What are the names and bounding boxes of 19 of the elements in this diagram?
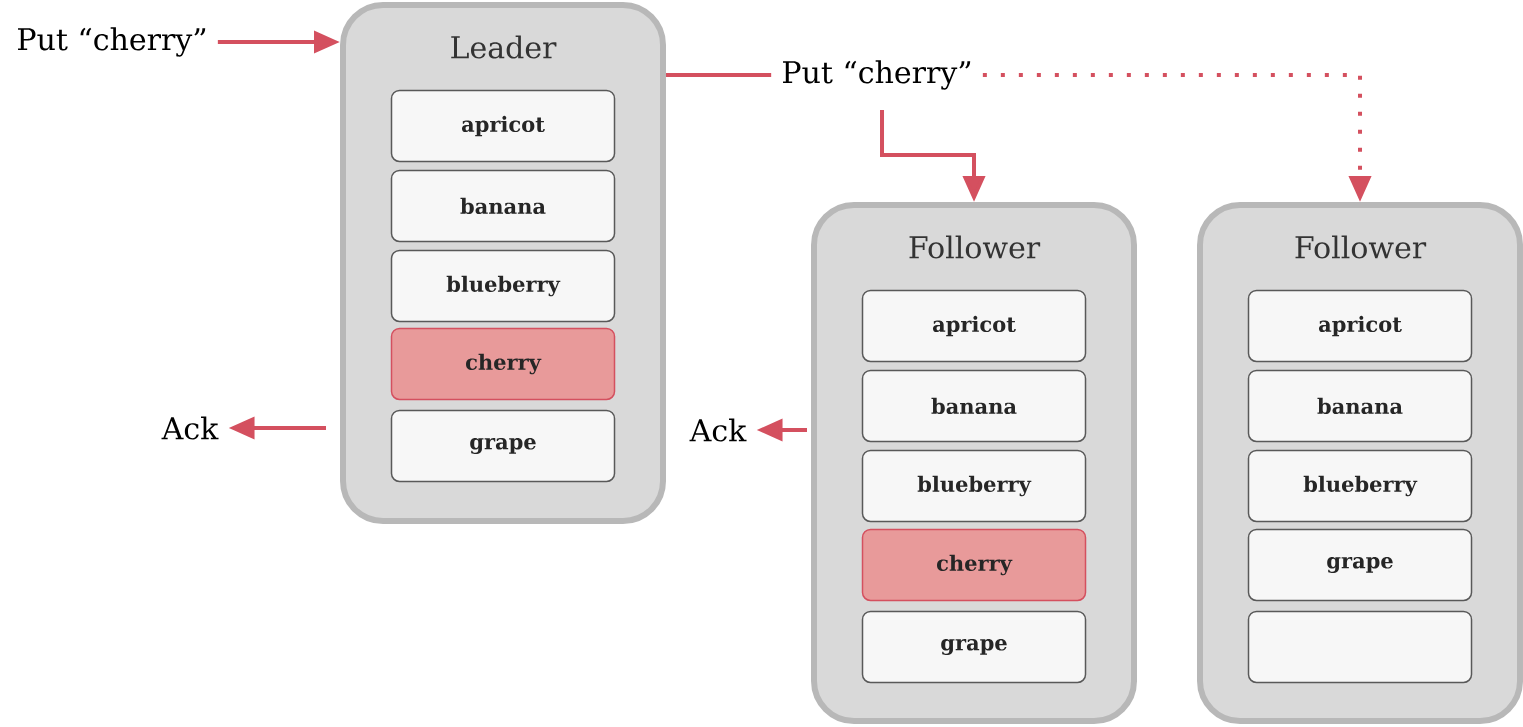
log-entry: apricot	[861, 289, 1087, 363]
log-entry: grape	[861, 610, 1087, 684]
message-label: Ack	[689, 418, 747, 442]
log-entry: cherry	[861, 528, 1087, 602]
empty-log-entry	[1247, 610, 1473, 684]
message-label: Put “cherry”	[783, 60, 971, 90]
log-entry: banana	[1247, 369, 1473, 443]
message-label: Put “cherry”	[18, 27, 206, 57]
log-entry: blueberry	[861, 449, 1087, 523]
log-entry: blueberry	[390, 249, 616, 323]
message-label: Ack	[161, 416, 219, 440]
log-entry: grape	[1247, 528, 1473, 602]
log-entry: apricot	[390, 89, 616, 163]
log-entry: banana	[861, 369, 1087, 443]
log-entry: apricot	[1247, 289, 1473, 363]
log-entry: grape	[390, 409, 616, 483]
log-entry: cherry	[390, 327, 616, 401]
log-entry: blueberry	[1247, 449, 1473, 523]
log-entry: banana	[390, 169, 616, 243]
